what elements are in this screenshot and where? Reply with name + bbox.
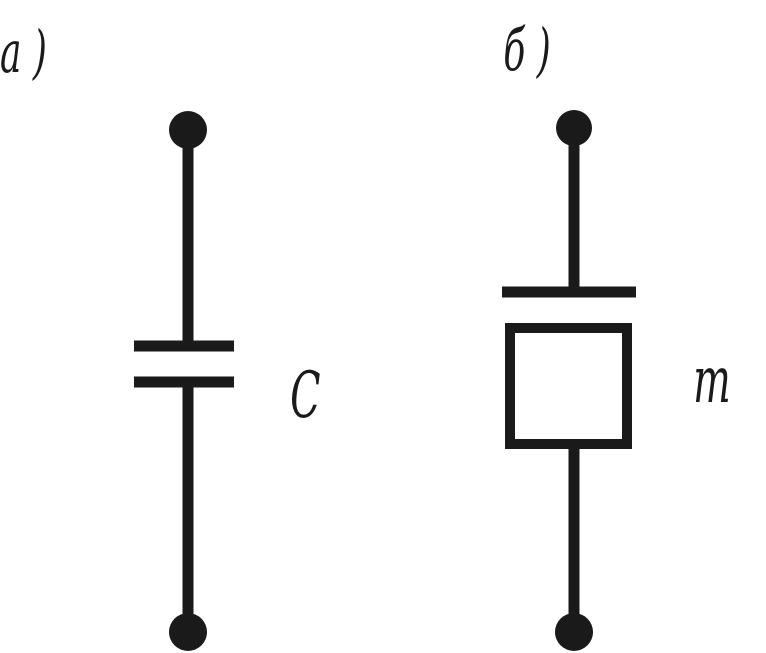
capacitor-label: C [290, 358, 320, 433]
mass-element [502, 110, 636, 651]
capacitor-bottom-terminal [169, 613, 207, 651]
panel-a-label: а ) [0, 19, 47, 86]
capacitor-element [134, 111, 234, 651]
mass-label: m [693, 343, 731, 418]
mass-box [505, 323, 632, 449]
mass-bottom-terminal [555, 613, 593, 651]
panel-b-label: б ) [503, 17, 550, 84]
